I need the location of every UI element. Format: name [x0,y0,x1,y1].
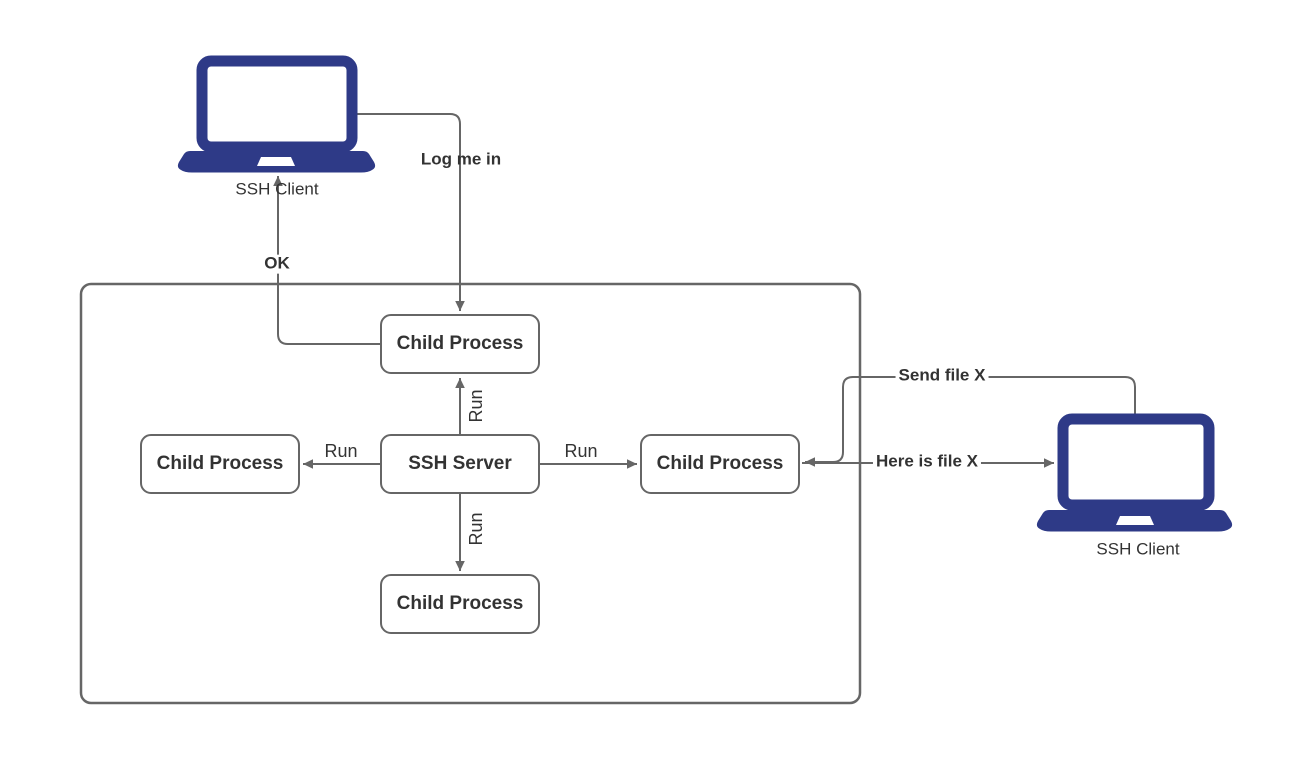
edge-label-run-right: Run [564,441,598,462]
node-child-process-bottom: Child Process [380,574,540,634]
node-label: Child Process [656,453,784,474]
edge-log-me-in [357,113,465,311]
laptop-notch [257,157,295,166]
node-child-process-left: Child Process [140,434,300,494]
node-child-process-top: Child Process [380,314,540,374]
node-child-process-right: Child Process [640,434,800,494]
edge-label-run-down: Run [466,512,487,546]
laptop-screen [196,55,358,153]
node-ssh-server: SSH Server [380,434,540,494]
edge-label-run-up: Run [466,389,487,423]
laptop-screen [1057,413,1215,511]
edge-label-here-is-file-x: Here is file X [872,452,982,472]
node-label: Child Process [396,333,524,354]
node-label: SSH Server [408,453,512,474]
ssh-client-label-right: SSH Client [1096,539,1180,559]
ssh-client-label-left: SSH Client [235,179,319,199]
node-label: Child Process [396,593,524,614]
laptop-notch [1116,516,1154,525]
edge-label-log-me-in: Log me in [420,149,502,169]
server-boundary-frame [79,282,862,705]
edge-label-run-left: Run [324,441,358,462]
edge-ok [273,176,382,345]
laptop-icon-right [1036,413,1233,532]
edge-label-ok: OK [261,254,293,274]
edge-send-file-x [805,376,1136,467]
node-label: Child Process [156,453,284,474]
edge-label-send-file-x: Send file X [895,366,989,386]
laptop-icon-left [177,55,376,173]
